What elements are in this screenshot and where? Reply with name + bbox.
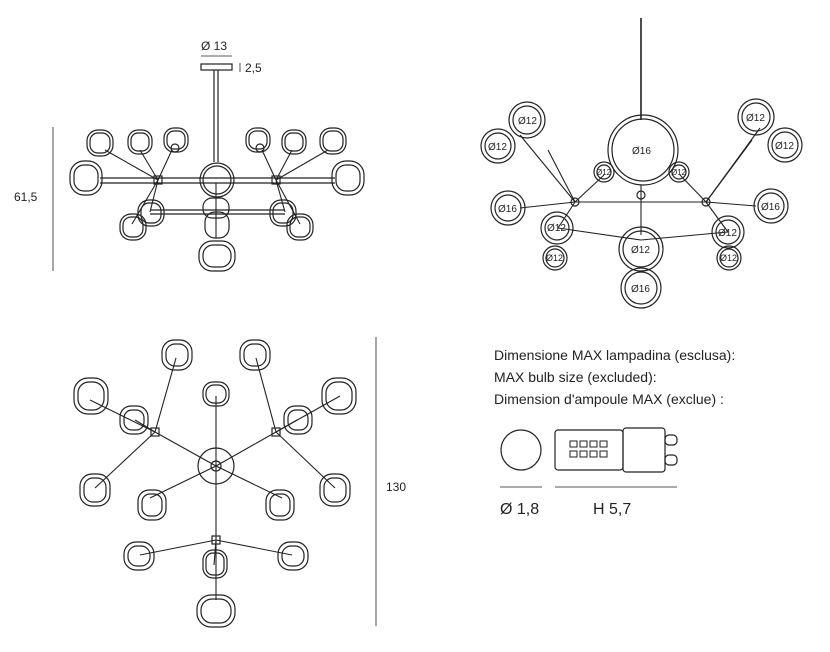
height-label: 61,5 bbox=[14, 190, 38, 204]
bulb-label-d12: Ø12 bbox=[596, 168, 612, 177]
bulb-label-d12: Ø12 bbox=[488, 142, 507, 153]
bulb-label-d16: Ø16 bbox=[632, 146, 651, 157]
perspective-bulbs bbox=[480, 98, 803, 309]
width-label: 130 bbox=[386, 480, 406, 494]
bulb-label-d16: Ø16 bbox=[631, 284, 650, 295]
front-bulbs bbox=[69, 127, 365, 272]
bulb-label-d12: Ø12 bbox=[775, 141, 794, 152]
spec-line-french: Dimension d'ampoule MAX (exclue) : bbox=[494, 391, 724, 407]
bulb-label-d12: Ø12 bbox=[671, 168, 687, 177]
front-view: Ø 13 2,5 61,5 bbox=[14, 39, 365, 272]
bulb-label-d12: Ø12 bbox=[546, 253, 563, 263]
spec-line-italian: Dimensione MAX lampadina (esclusa): bbox=[494, 347, 736, 363]
bulb-spec-drawing: Ø 1,8 H 5,7 bbox=[500, 427, 678, 518]
perspective-view: Ø16 Ø12 Ø12 Ø12 Ø16 Ø12 Ø12 Ø12 Ø16 Ø12 … bbox=[480, 18, 803, 309]
bulb-label-d12: Ø12 bbox=[547, 223, 566, 234]
bulb-size-note: Dimensione MAX lampadina (esclusa): MAX … bbox=[494, 344, 735, 410]
bulb-label-d12: Ø12 bbox=[746, 113, 765, 124]
canopy-diameter-label: Ø 13 bbox=[201, 39, 227, 53]
bulb-label-d12: Ø12 bbox=[718, 228, 737, 239]
bulb-label-d16: Ø16 bbox=[498, 204, 517, 215]
top-bulbs bbox=[73, 339, 357, 628]
canopy-height-label: 2,5 bbox=[245, 61, 262, 75]
bulb-label-d12: Ø12 bbox=[631, 245, 650, 256]
top-view: 130 bbox=[73, 337, 406, 628]
g9-bulb-icon bbox=[554, 427, 678, 473]
bulb-height-label: H 5,7 bbox=[593, 501, 631, 518]
bulb-diameter-label: Ø 1,8 bbox=[500, 501, 539, 518]
bulb-label-d16: Ø16 bbox=[761, 202, 780, 213]
bulb-globe-icon bbox=[500, 429, 542, 471]
canopy bbox=[200, 63, 233, 71]
spec-line-english: MAX bulb size (excluded): bbox=[494, 369, 657, 385]
bulb-label-d12: Ø12 bbox=[518, 116, 537, 127]
bulb-label-d12: Ø12 bbox=[720, 253, 737, 263]
